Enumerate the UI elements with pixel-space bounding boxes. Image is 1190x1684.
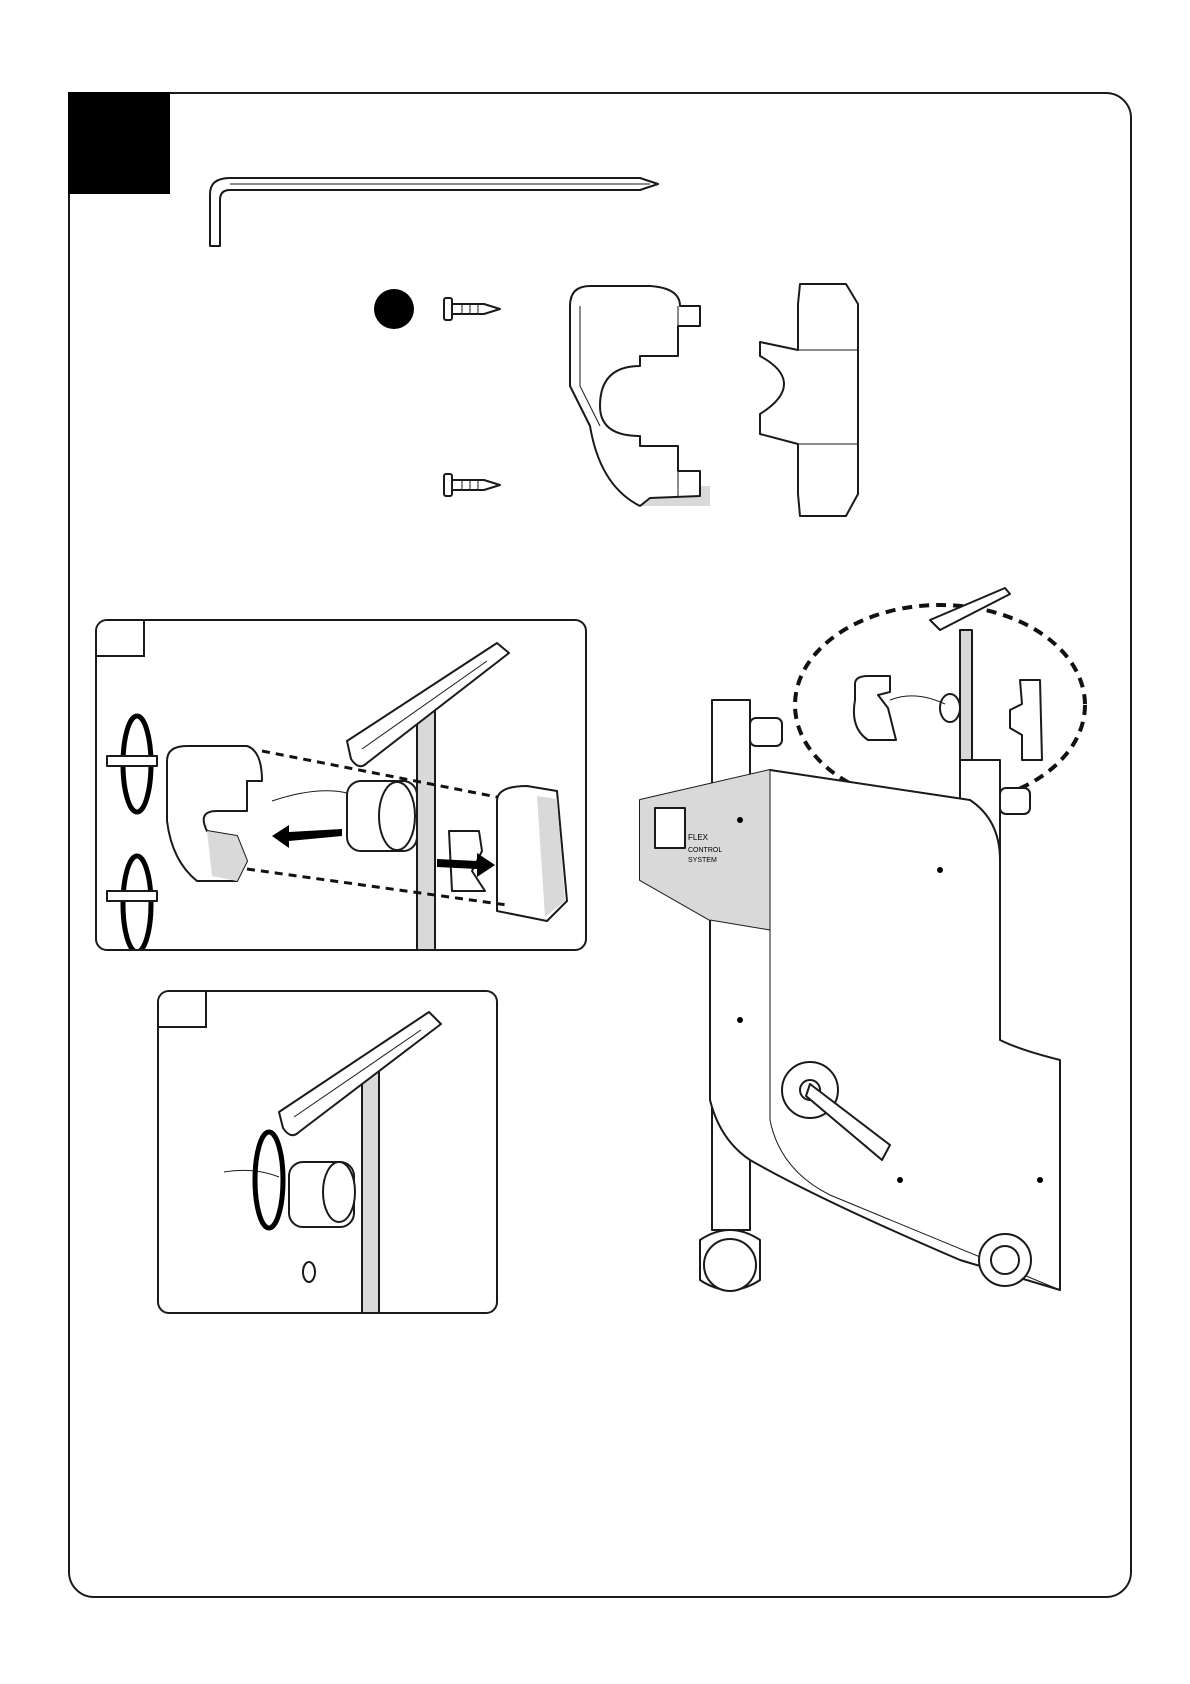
exercise-bike-illustration: FLEX CONTROL SYSTEM bbox=[600, 600, 1100, 1350]
assembly-illustration-a bbox=[97, 621, 587, 951]
front-clamp-cover bbox=[560, 286, 720, 516]
hex-key-icon bbox=[210, 172, 670, 252]
step-number-block bbox=[68, 92, 170, 194]
assembly-illustration-b bbox=[159, 992, 498, 1314]
screw-icon bbox=[444, 296, 504, 322]
console-badge-line-2: CONTROL bbox=[688, 847, 722, 854]
console-display bbox=[655, 808, 685, 848]
sub-step-b-panel bbox=[157, 990, 498, 1314]
bullet-icon bbox=[374, 289, 414, 329]
sub-step-a-panel bbox=[95, 619, 587, 951]
screw-icon bbox=[444, 472, 504, 498]
rear-clamp-cover bbox=[760, 284, 860, 520]
console-badge-line-3: SYSTEM bbox=[688, 857, 717, 864]
console-badge-line-1: FLEX bbox=[688, 833, 709, 842]
